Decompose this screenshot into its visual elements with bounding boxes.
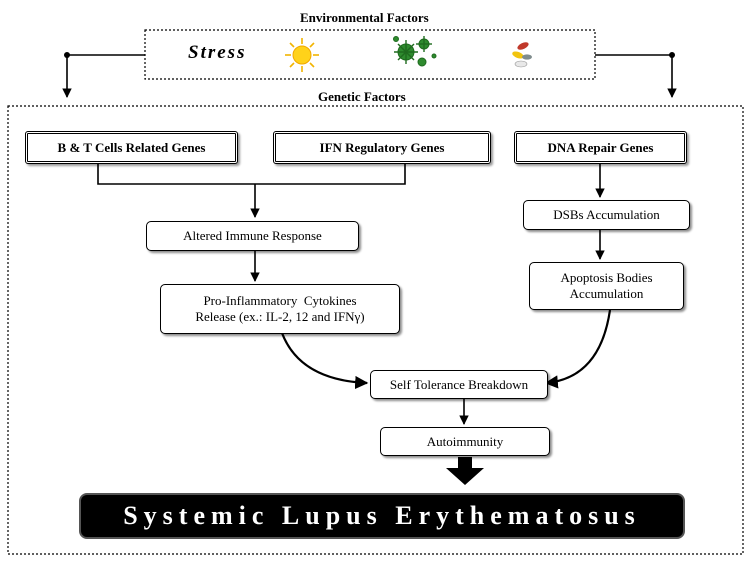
apoptosis-bodies-box: Apoptosis Bodies Accumulation: [529, 262, 684, 310]
arrow-apoptosis-to-tolerance: [544, 309, 612, 389]
cytokines-release-box: Pro-Inflammatory Cytokines Release (ex.:…: [160, 284, 400, 334]
pills-icon: [512, 42, 532, 68]
env-connector-right: [595, 54, 677, 98]
environmental-factors-title: Environmental Factors: [300, 10, 429, 25]
dna-repair-genes-box: DNA Repair Genes: [514, 131, 687, 164]
genetic-factors-box: [7, 105, 744, 555]
gene-merge-connector: [97, 163, 406, 185]
cytokines-line-2: Release (ex.: IL-2, 12 and IFNγ): [195, 309, 365, 324]
sle-outcome-banner: Systemic Lupus Erythematosus: [79, 493, 685, 539]
big-down-arrow: [446, 457, 484, 485]
genetic-factors-title: Genetic Factors: [318, 89, 406, 104]
env-connector-left: [62, 54, 145, 98]
apoptosis-line-2: Accumulation: [569, 286, 644, 301]
sun-icon: [285, 38, 319, 72]
self-tolerance-breakdown-box: Self Tolerance Breakdown: [370, 370, 548, 399]
ifn-regulatory-genes-box: IFN Regulatory Genes: [273, 131, 491, 164]
stress-label: Stress: [188, 42, 247, 63]
virus-icon: [393, 36, 437, 67]
env-connector-left-dot: [64, 52, 70, 58]
autoimmunity-box: Autoimmunity: [380, 427, 550, 456]
env-connector-right-dot: [669, 52, 675, 58]
altered-immune-response-box: Altered Immune Response: [146, 221, 359, 251]
dsbs-accumulation-box: DSBs Accumulation: [523, 200, 690, 230]
bt-cells-genes-box: B & T Cells Related Genes: [25, 131, 238, 164]
arrow-cytokines-to-tolerance: [280, 332, 369, 390]
cytokines-line-1: Pro-Inflammatory Cytokines: [203, 293, 357, 308]
apoptosis-line-1: Apoptosis Bodies: [560, 270, 653, 285]
